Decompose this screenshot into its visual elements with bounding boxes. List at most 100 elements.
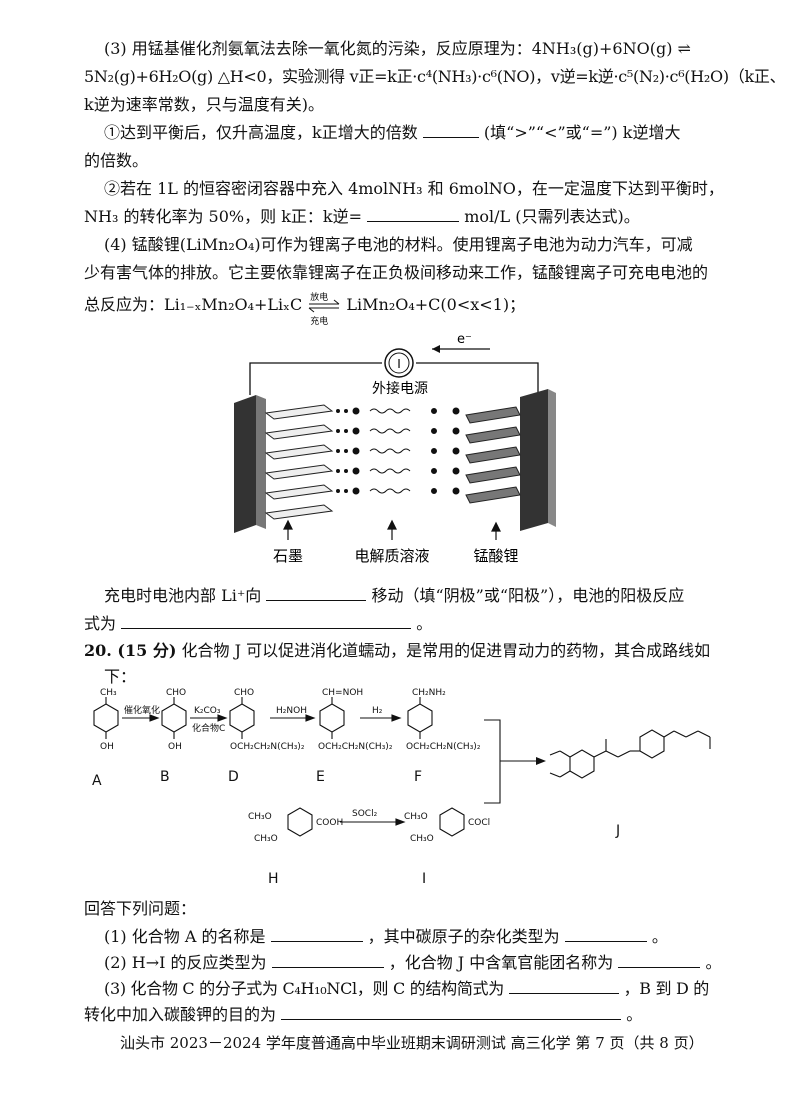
manganate-layers xyxy=(465,406,521,504)
discharge-label: 放电 xyxy=(310,292,329,303)
label-D: D xyxy=(228,769,239,785)
label-I: I xyxy=(422,871,426,885)
charge-label: 充电 xyxy=(310,316,329,327)
A-substituent-bottom: OH xyxy=(100,742,114,752)
label-J: J xyxy=(615,823,620,839)
page-footer: 汕头市 2023－2024 学年度普通高中毕业班期末调研测试 高三化学 第 7 … xyxy=(120,1034,704,1052)
q20-q2-text-a: (2) H→I 的反应类型为 xyxy=(104,953,267,972)
answer-blank[interactable] xyxy=(618,953,701,968)
answer-blank[interactable] xyxy=(121,614,412,629)
q20-q3-text-d: 。 xyxy=(626,1005,643,1024)
battery-diagram: I e⁻ 外接电源 xyxy=(234,332,556,565)
electrolyte-label: 电解质溶液 xyxy=(354,547,429,565)
q19-p3-q1-text-b: (填“>”“<”或“=”) k逆增大 xyxy=(483,123,681,142)
q19-charge-end: 。 xyxy=(416,614,433,633)
condition-A-to-B: 催化氧化 xyxy=(124,704,160,716)
answer-blank[interactable] xyxy=(422,123,479,138)
answer-blank[interactable] xyxy=(266,586,367,601)
q20-question3-cont: 转化中加入碳酸钾的目的为 。 xyxy=(84,1004,642,1026)
q19-p3-q1-text-a: ①达到平衡后，仅升高温度，k正增大的倍数 xyxy=(104,123,418,142)
answer-blank[interactable] xyxy=(508,979,619,994)
graphite-electrode xyxy=(234,395,256,533)
condition-B-to-D-bottom: 化合物C xyxy=(192,722,225,734)
q19-p4-line1: (4) 锰酸锂(LiMn₂O₄)可作为锂离子电池的材料。使用锂离子电池为动力汽车… xyxy=(104,235,693,254)
equilibrium-arrow-icon xyxy=(308,299,340,312)
answer-blank[interactable] xyxy=(270,927,363,942)
benzene-ring-D xyxy=(229,703,255,733)
q19-p3-line1: (3) 用锰基催化剂氨氧法去除一氧化氮的污染，反应原理为：4NH₃(g)+6NO… xyxy=(104,39,691,58)
q20-number: 20. (15 分) xyxy=(84,641,177,660)
q19-p4-line3: 总反应为：Li₁₋ₓMn₂O₄+LiₓC 放电 充电 LiMn₂O₄+C(0<x… xyxy=(84,293,526,327)
q20-q1-text-a: (1) 化合物 A 的名称是 xyxy=(104,927,266,946)
lithium-manganate-electrode xyxy=(520,389,548,531)
q19-charge-line2: 式为 。 xyxy=(84,613,432,635)
q19-p3-q2-text-b: NH₃ 的转化率为 50%，则 k正：k逆= xyxy=(84,207,362,226)
B-substituent-top: CHO xyxy=(166,688,186,698)
lithium-manganate-label: 锰酸锂 xyxy=(473,547,518,565)
benzene-ring-I xyxy=(439,807,465,837)
label-H: H xyxy=(268,871,279,885)
label-E: E xyxy=(316,769,325,785)
H-carboxyl: COOH xyxy=(316,818,343,828)
E-substituent-top: CH=NOH xyxy=(322,688,363,698)
I-methoxy-2: CH₃O xyxy=(410,834,434,844)
F-substituent-bottom: OCH₂CH₂N(CH₃)₂ xyxy=(406,742,481,752)
benzene-ring-E xyxy=(319,703,345,733)
D-substituent-top: CHO xyxy=(234,688,254,698)
q19-p3-q2-text-a: ②若在 1L 的恒容密闭容器中充入 4molNH₃ 和 6molNO，在一定温度… xyxy=(104,179,724,198)
B-substituent-bottom: OH xyxy=(168,742,182,752)
graphite-label: 石墨 xyxy=(273,547,303,565)
F-substituent-top: CH₂NH₂ xyxy=(412,688,446,698)
q19-p3-line2: 5N₂(g)+6H₂O(g) △H<0，实验测得 v正=k正·c⁴(NH₃)·c… xyxy=(84,67,786,86)
benzene-ring-B xyxy=(161,703,187,733)
D-substituent-bottom: OCH₂CH₂N(CH₃)₂ xyxy=(230,742,305,752)
q20-q1-text-b: ，其中碳原子的杂化类型为 xyxy=(367,927,560,946)
I-acyl-chloride: COCl xyxy=(468,818,490,828)
q20-q2-text-b: ，化合物 J 中含氧官能团名称为 xyxy=(388,953,614,972)
q20-q1-text-c: 。 xyxy=(651,927,668,946)
arrow-to-J-icon xyxy=(536,757,546,765)
power-source-label: 外接电源 xyxy=(372,380,428,397)
benzene-ring-A xyxy=(93,703,119,733)
ammeter-symbol: I xyxy=(397,357,401,371)
answer-blank[interactable] xyxy=(564,927,647,942)
H-methoxy-1: CH₃O xyxy=(248,812,272,822)
condition-D-to-E: H₂NOH xyxy=(276,706,307,716)
A-substituent-top: CH₃ xyxy=(100,688,117,698)
label-B: B xyxy=(160,769,170,785)
label-F: F xyxy=(414,769,422,785)
q20-question3: (3) 化合物 C 的分子式为 C₄H₁₀NCl，则 C 的结构简式为 ，B 到… xyxy=(104,978,709,1000)
answer-blank[interactable] xyxy=(271,953,384,968)
q19-p4-reaction-right: LiMn₂O₄+C(0<x<1)； xyxy=(346,295,526,314)
q19-p3-question2: NH₃ 的转化率为 50%，则 k正：k逆= mol/L (只需列表达式)。 xyxy=(84,206,640,228)
q20-intro-text-b: 下： xyxy=(104,667,137,686)
lithium-ion-flow xyxy=(336,407,460,495)
q20-q3-text-b: ，B 到 D 的 xyxy=(623,979,710,998)
q19-charge-text-a: 充电时电池内部 Li⁺向 xyxy=(104,586,262,605)
q19-charge-text-b: 移动（填“阴极”或“阳极”），电池的阳极反应 xyxy=(371,586,685,605)
synthesis-scheme: CH₃ OH CHO OH CHO OCH₂CH₂N(CH₃)₂ CH=NOH … xyxy=(92,688,711,885)
q19-p4-line2: 少有害气体的排放。它主要依靠锂离子在正负极间移动来工作，锰酸锂离子可充电电池的 xyxy=(84,263,709,282)
q19-charge-text-c: 式为 xyxy=(84,614,117,633)
H-methoxy-2: CH₃O xyxy=(254,834,278,844)
answer-blank[interactable] xyxy=(367,207,460,222)
benzene-ring-F xyxy=(407,703,433,733)
compound-J-structure xyxy=(549,729,711,779)
answer-blank[interactable] xyxy=(281,1005,622,1020)
q20-question2: (2) H→I 的反应类型为 ，化合物 J 中含氧官能团名称为 。 xyxy=(104,952,722,974)
q20-q3-text-c: 转化中加入碳酸钾的目的为 xyxy=(84,1005,277,1024)
I-methoxy-1: CH₃O xyxy=(404,812,428,822)
q19-p3-q1-text-c: 的倍数。 xyxy=(84,151,149,170)
benzene-ring-H xyxy=(287,807,313,837)
q20-q3-text-a: (3) 化合物 C 的分子式为 C₄H₁₀NCl，则 C 的结构简式为 xyxy=(104,979,504,998)
q19-p4-reaction-left: 总反应为：Li₁₋ₓMn₂O₄+LiₓC xyxy=(84,295,303,314)
q20-intro-line1: 20. (15 分) 化合物 J 可以促进消化道蠕动，是常用的促进胃动力的药物，… xyxy=(84,640,710,662)
condition-B-to-D-top: K₂CO₃ xyxy=(194,706,221,716)
q20-intro-text-a: 化合物 J 可以促进消化道蠕动，是常用的促进胃动力的药物，其合成路线如 xyxy=(181,641,711,660)
electron-label: e⁻ xyxy=(457,332,472,347)
label-A: A xyxy=(92,773,102,789)
q20-q2-text-c: 。 xyxy=(705,953,722,972)
q20-answer-header: 回答下列问题： xyxy=(84,899,197,918)
q19-p3-q2-text-c: mol/L (只需列表达式)。 xyxy=(464,207,640,226)
